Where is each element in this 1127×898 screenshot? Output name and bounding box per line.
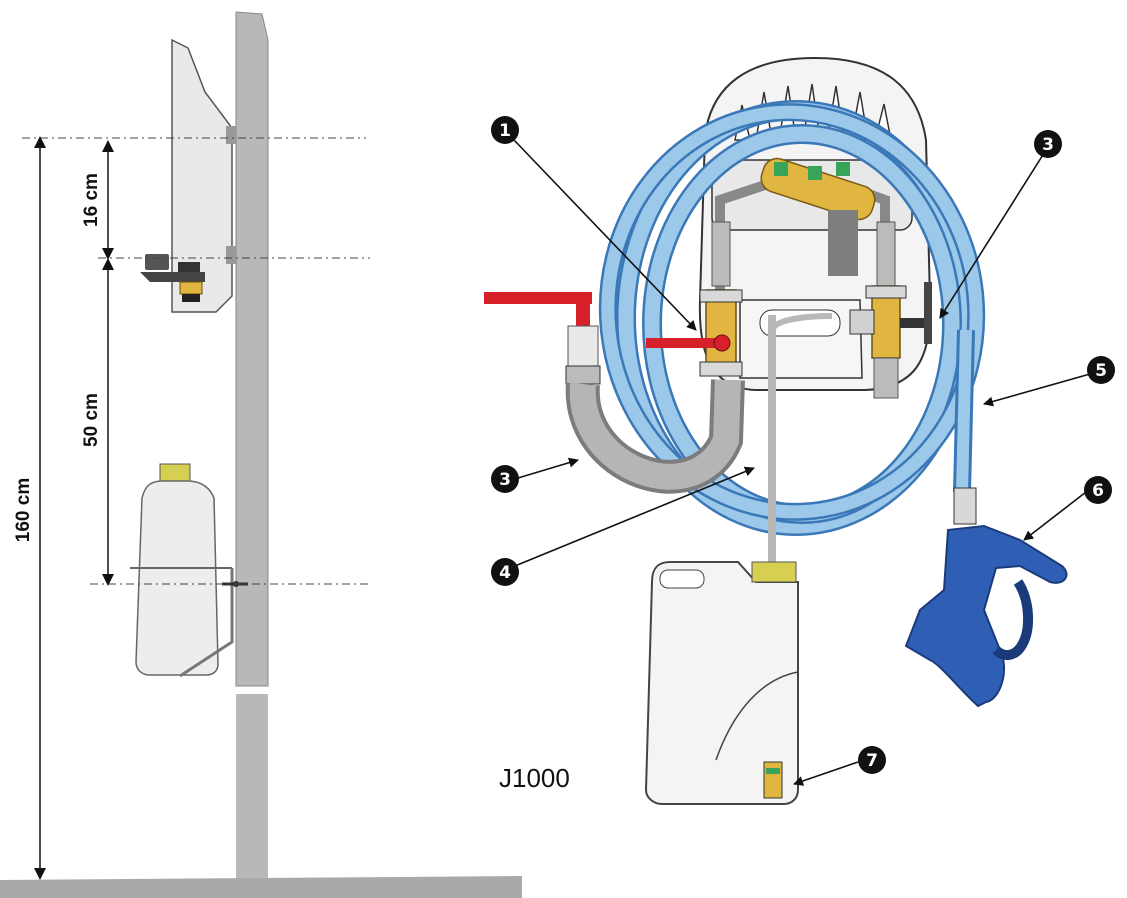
- callout-5: 5: [1087, 356, 1115, 384]
- callout-1: 1: [491, 116, 519, 144]
- callout-number: 1: [499, 121, 511, 141]
- spray-gun-trigger: [992, 579, 1034, 660]
- callout-leaders: [509, 139, 1091, 786]
- wall-upper: [235, 11, 269, 687]
- dim-label-50cm: 50 cm: [81, 393, 102, 447]
- dim-label-16cm: 16 cm: [81, 173, 102, 227]
- outlet-valve: [849, 282, 932, 399]
- callout-number: 5: [1095, 361, 1107, 381]
- callout-6: 6: [1084, 476, 1112, 504]
- mounted-unit-body: [171, 38, 233, 313]
- gray-suction-hose-inner: [569, 379, 741, 490]
- brass-filter: [760, 157, 876, 276]
- unit-bracket-bottom: [226, 246, 236, 264]
- wall-mount-side-view: 16 cm 50 cm 160 cm: [0, 11, 522, 898]
- floor: [0, 876, 522, 898]
- coiled-hose: [598, 100, 986, 536]
- side-valve: [140, 254, 205, 302]
- callout-number: 4: [499, 563, 511, 583]
- container: [644, 561, 799, 805]
- supply-valve: [484, 292, 601, 385]
- front-view: J1000 1 3 3 4 5: [484, 56, 1115, 805]
- gun-coupling: [953, 487, 977, 525]
- callout-3-top: 3: [1034, 130, 1062, 158]
- callout-4: 4: [491, 558, 519, 586]
- suction-tube-curve: [769, 313, 833, 332]
- callout-number: 3: [499, 470, 511, 490]
- side-container: [130, 463, 248, 678]
- gun-hose-inner: [956, 329, 972, 493]
- model-label: J1000: [499, 763, 570, 793]
- wall-lower: [236, 694, 268, 884]
- unit-bracket-top: [226, 126, 236, 144]
- callout-3-left: 3: [491, 465, 519, 493]
- callout-number: 7: [866, 751, 878, 771]
- dim-label-160cm: 160 cm: [13, 478, 34, 542]
- dimension-reference-lines: [22, 137, 370, 585]
- callout-number: 3: [1042, 135, 1054, 155]
- callout-number: 6: [1092, 481, 1104, 501]
- spray-gun: [904, 524, 1068, 708]
- callout-7: 7: [858, 746, 886, 774]
- inlet-valve: [646, 289, 743, 377]
